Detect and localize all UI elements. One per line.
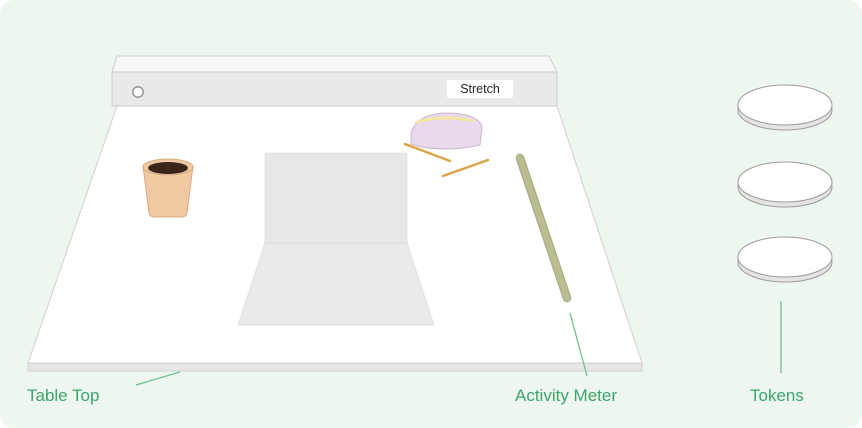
pencil-1-icon [403,142,452,163]
back-board-top [111,55,558,73]
table-top-label: Table Top [27,386,100,405]
token-1[interactable] [737,84,833,131]
laptop-screen [264,152,408,244]
tokens-label: Tokens [750,386,804,405]
token-2[interactable] [737,161,833,208]
token-3[interactable] [737,236,833,283]
stretch-button[interactable]: Stretch [447,80,513,98]
coffee-cup-icon [142,158,194,218]
table-top-leader-line [135,371,181,386]
laptop-icon [237,152,435,326]
eraser-icon [410,112,483,150]
activity-meter-leader-line [569,312,588,377]
pencil-2-icon [441,158,490,178]
table-front-edge [27,362,643,372]
activity-meter[interactable] [516,154,571,302]
laptop-keyboard-base [237,242,435,326]
activity-meter-label: Activity Meter [515,386,618,405]
knob-icon[interactable] [132,86,144,98]
